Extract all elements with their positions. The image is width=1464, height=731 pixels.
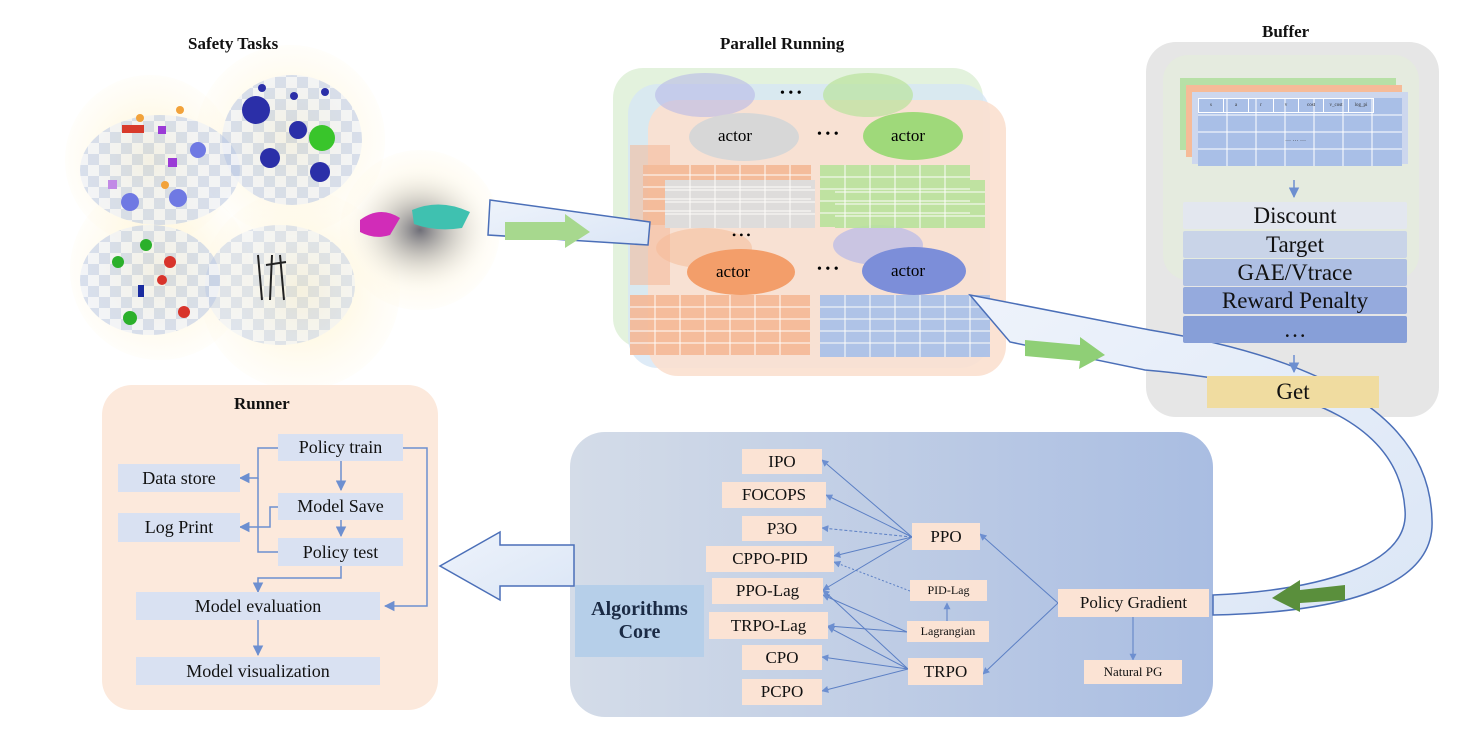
parallel-mini-tables [630, 145, 990, 357]
green-arrow-1 [505, 214, 590, 248]
ellipsis-dots: • • • [732, 228, 751, 242]
algo-focops: FOCOPS [722, 482, 826, 508]
table-cell: s [1198, 98, 1224, 113]
algo-cppo-pid: CPPO-PID [706, 546, 834, 572]
algo-policy-gradient: Policy Gradient [1058, 589, 1209, 617]
table-cell: v_cost [1323, 98, 1349, 113]
ellipsis-dots: • • • [780, 86, 802, 101]
buffer-stage-discount: Discount [1183, 202, 1407, 229]
runner-model-evaluation: Model evaluation [136, 592, 380, 620]
buffer-table-gap: … … … [1285, 137, 1306, 143]
safety-tasks-cloud [65, 45, 500, 390]
green-arrow-2 [1025, 337, 1105, 369]
runner-policy-train: Policy train [278, 434, 403, 461]
runner-data-store: Data store [118, 464, 240, 492]
table-cell: log_pi [1348, 98, 1374, 113]
buffer-stage-gae: GAE/Vtrace [1183, 259, 1407, 286]
table-cell: r [1248, 98, 1274, 113]
runner-title: Runner [234, 394, 290, 413]
algo-trpo-lag: TRPO-Lag [709, 612, 828, 639]
buffer-stage-reward-penalty: Reward Penalty [1183, 287, 1407, 314]
runner-policy-test: Policy test [278, 538, 403, 566]
actor-label: actor [718, 126, 752, 145]
algo-ppo: PPO [912, 523, 980, 550]
buffer-get: Get [1207, 376, 1379, 408]
buffer-title: Buffer [1262, 22, 1310, 41]
actor-label: actor [891, 261, 925, 280]
algorithms-core-line: Algorithms [591, 598, 688, 620]
buffer-stage-more: … [1183, 316, 1407, 343]
algo-pid-lag: PID-Lag [910, 580, 987, 601]
table-cell: v [1273, 98, 1299, 113]
actor-label: actor [716, 262, 750, 281]
algo-trpo: TRPO [908, 658, 983, 685]
ellipsis-dots: • • • [817, 127, 839, 142]
algo-lagrangian: Lagrangian [907, 621, 989, 642]
algo-ipo: IPO [742, 449, 822, 474]
safety-tasks-title: Safety Tasks [188, 34, 279, 53]
algo-cpo: CPO [742, 645, 822, 670]
algo-ppo-lag: PPO-Lag [712, 578, 823, 604]
actor-label: actor [891, 126, 925, 145]
algo-p3o: P3O [742, 516, 822, 541]
algorithms-core-line: Core [618, 621, 661, 643]
table-cell: a [1223, 98, 1249, 113]
table-row: s a r v cost v_cost log_pi [1198, 98, 1374, 113]
dark-green-arrow [1272, 580, 1345, 612]
runner-model-save: Model Save [278, 493, 403, 520]
runner-connectors [238, 447, 428, 657]
algorithm-connectors [821, 459, 1137, 693]
algo-natural-pg: Natural PG [1084, 660, 1182, 684]
hollow-arrow-to-runner [438, 530, 575, 602]
parallel-running-title: Parallel Running [720, 34, 845, 53]
ellipsis-dots: • • • [817, 262, 839, 277]
flow-band-main [968, 293, 1433, 616]
buffer-stage-target: Target [1183, 231, 1407, 258]
table-cell: cost [1298, 98, 1324, 113]
algo-pcpo: PCPO [742, 679, 822, 705]
runner-model-visualization: Model visualization [136, 657, 380, 685]
buffer-table: s a r v cost v_cost log_pi [1198, 98, 1374, 113]
algorithms-core-label: Algorithms Core [575, 585, 704, 657]
runner-log-print: Log Print [118, 513, 240, 542]
